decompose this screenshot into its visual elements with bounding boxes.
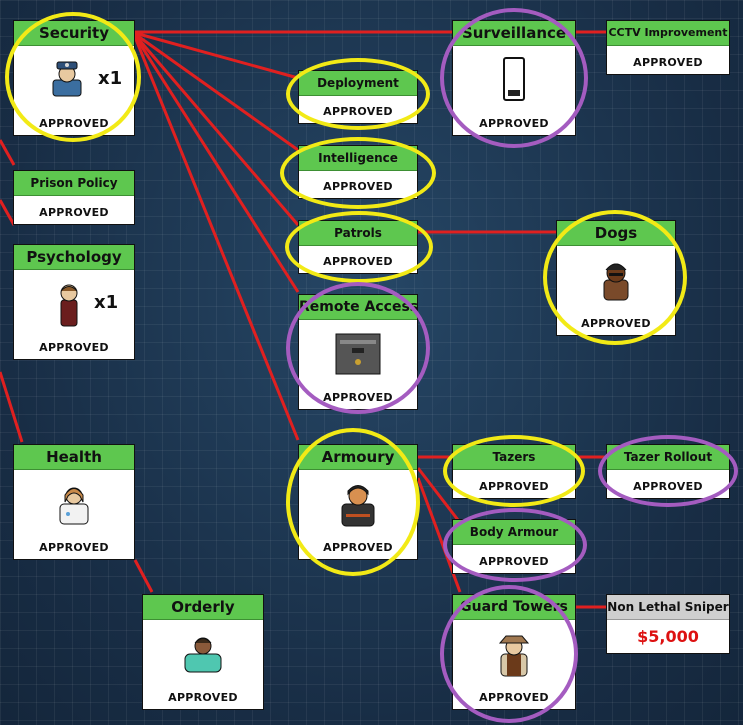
- health-node[interactable]: Health APPROVED: [13, 444, 135, 560]
- node-title: Dogs: [557, 221, 675, 246]
- node-title: Body Armour: [453, 520, 575, 545]
- tazer-rollout-node[interactable]: Tazer Rollout APPROVED: [606, 444, 730, 499]
- node-status: APPROVED: [39, 117, 109, 130]
- node-title: Intelligence: [299, 146, 417, 171]
- guard-towers-node[interactable]: Guard Towers APPROVED: [452, 594, 576, 710]
- deployment-node[interactable]: Deployment APPROVED: [298, 70, 418, 124]
- orderly-node[interactable]: Orderly APPROVED: [142, 594, 264, 710]
- node-title: Guard Towers: [453, 595, 575, 620]
- node-title: Remote Access: [299, 295, 417, 320]
- guard-icon: [52, 61, 82, 97]
- doctor-icon: [59, 487, 89, 525]
- orderly-icon: [184, 637, 222, 673]
- node-title: Tazer Rollout: [607, 445, 729, 470]
- node-title: Deployment: [299, 71, 417, 96]
- armoury-node[interactable]: Armoury APPROVED: [298, 444, 418, 560]
- psychologist-icon: [60, 284, 78, 327]
- node-status: APPROVED: [323, 105, 393, 118]
- node-status: APPROVED: [479, 555, 549, 568]
- node-title: Tazers: [453, 445, 575, 470]
- node-status: APPROVED: [479, 480, 549, 493]
- security-node[interactable]: Security x1 APPROVED: [13, 20, 135, 136]
- node-status: APPROVED: [39, 541, 109, 554]
- node-title: Non Lethal Sniper: [607, 595, 729, 620]
- staff-multiplier: x1: [98, 68, 123, 89]
- node-status: APPROVED: [39, 341, 109, 354]
- node-title: Surveillance: [453, 21, 575, 46]
- node-title: Psychology: [14, 245, 134, 270]
- node-status: APPROVED: [633, 56, 703, 69]
- node-title: Prison Policy: [14, 171, 134, 196]
- tower-guard-icon: [498, 635, 530, 677]
- node-status: APPROVED: [479, 117, 549, 130]
- intelligence-node[interactable]: Intelligence APPROVED: [298, 145, 418, 199]
- dog-handler-icon: [603, 263, 629, 301]
- node-status: APPROVED: [633, 480, 703, 493]
- non-lethal-sniper-node[interactable]: Non Lethal Sniper $5,000: [606, 594, 730, 654]
- armed-guard-icon: [341, 485, 375, 527]
- cctv-monitor-icon: [503, 57, 525, 101]
- dogs-node[interactable]: Dogs APPROVED: [556, 220, 676, 336]
- cctv-improvement-node[interactable]: CCTV Improvement APPROVED: [606, 20, 730, 75]
- node-status: APPROVED: [479, 691, 549, 704]
- remote-access-node[interactable]: Remote Access APPROVED: [298, 294, 418, 410]
- node-title: Orderly: [143, 595, 263, 620]
- surveillance-node[interactable]: Surveillance APPROVED: [452, 20, 576, 136]
- node-title: Patrols: [299, 221, 417, 246]
- node-status: APPROVED: [323, 541, 393, 554]
- node-status: APPROVED: [323, 255, 393, 268]
- tazers-node[interactable]: Tazers APPROVED: [452, 444, 576, 499]
- server-box-icon: [335, 333, 381, 375]
- node-status: APPROVED: [323, 180, 393, 193]
- body-armour-node[interactable]: Body Armour APPROVED: [452, 519, 576, 574]
- node-status: APPROVED: [323, 391, 393, 404]
- psychology-node[interactable]: Psychology x1 APPROVED: [13, 244, 135, 360]
- node-title: Security: [14, 21, 134, 46]
- node-title: CCTV Improvement: [607, 21, 729, 46]
- patrols-node[interactable]: Patrols APPROVED: [298, 220, 418, 274]
- node-title: Armoury: [299, 445, 417, 470]
- staff-multiplier: x1: [94, 292, 119, 313]
- node-status: APPROVED: [168, 691, 238, 704]
- node-status: APPROVED: [581, 317, 651, 330]
- node-status: APPROVED: [39, 206, 109, 219]
- node-title: Health: [14, 445, 134, 470]
- research-price: $5,000: [637, 627, 699, 646]
- prison-policy-node[interactable]: Prison Policy APPROVED: [13, 170, 135, 225]
